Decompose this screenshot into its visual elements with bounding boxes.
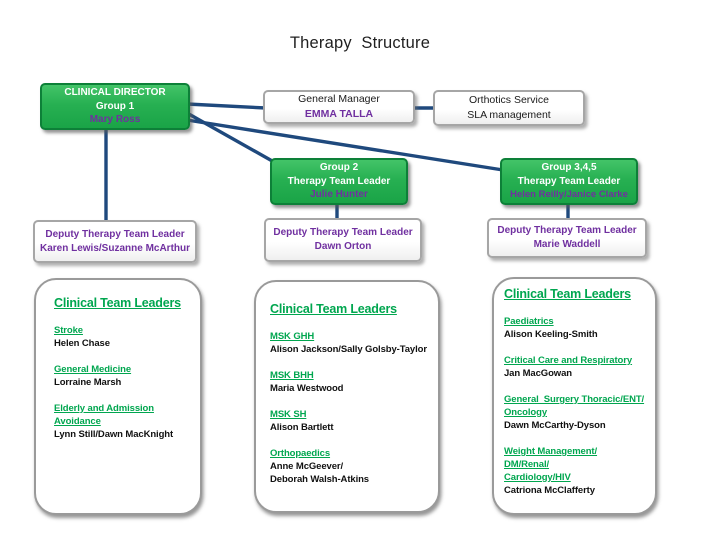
team-entry-name: Alison Bartlett [270, 422, 334, 433]
node-person-name: Julie Hunter [310, 189, 368, 201]
connector-director-to-gm [185, 102, 268, 110]
node-role-line: General Manager [298, 93, 380, 105]
node-person-name: Karen Lewis/Suzanne McArthur [39, 242, 191, 254]
team-entry-label: MSK BHH [270, 370, 314, 381]
team-entry-name: Anne McGeever/ [270, 461, 344, 472]
team-entry-name: Helen Chase [54, 338, 110, 349]
team-entry-name: Alison Keeling-Smith [504, 329, 598, 340]
team-entry-label: Weight Management/ [504, 446, 598, 457]
node-role-line: Deputy Therapy Team Leader [497, 225, 637, 236]
node-group345-leader: Group 3,4,5 Therapy Team Leader Helen Re… [500, 158, 638, 205]
team-entry-label: Stroke [54, 325, 83, 336]
node-orthotics-service: Orthotics Service SLA management [433, 90, 585, 126]
node-deputy-group345: Deputy Therapy Team Leader Marie Waddell [487, 218, 647, 258]
team-entry-name: Lynn Still/Dawn MacKnight [54, 429, 174, 440]
team-entry-label: DM/Renal/ [504, 459, 550, 470]
node-general-manager: General Manager EMMA TALLA [263, 90, 415, 124]
node-person-name: Dawn Orton [314, 241, 372, 252]
node-group-line: Group 2 [319, 162, 359, 174]
team-entry-name: Lorraine Marsh [54, 377, 122, 388]
team-entry-label: Oncology [504, 407, 548, 418]
node-role-line: CLINICAL DIRECTOR [64, 87, 166, 99]
node-role-line: Deputy Therapy Team Leader [273, 227, 413, 238]
node-person-name: Mary Ross [89, 114, 141, 126]
node-clinical-director: CLINICAL DIRECTOR Group 1 Mary Ross [40, 83, 190, 130]
node-deputy-group2: Deputy Therapy Team Leader Dawn Orton [264, 218, 422, 262]
team-entry-label: MSK GHH [270, 331, 315, 342]
team-entry: Weight Management/DM/Renal/Cardiology/HI… [504, 445, 651, 497]
node-subtitle-line: SLA management [467, 109, 551, 121]
team-entry-label: General Surgery Thoracic/ENT/ [504, 394, 645, 405]
node-role-line: Therapy Team Leader [517, 175, 621, 187]
node-person-name: Helen Reilly/Janice Clarke [510, 189, 628, 201]
team-entry-name: Alison Jackson/Sally Golsby-Taylor [270, 344, 427, 355]
node-deputy-group1: Deputy Therapy Team Leader Karen Lewis/S… [33, 220, 197, 263]
team-entry-name: Maria Westwood [270, 383, 344, 394]
node-group2-leader: Group 2 Therapy Team Leader Julie Hunter [270, 158, 408, 205]
node-person-name: EMMA TALLA [304, 108, 374, 120]
team-entry-label: Cardiology/HIV [504, 472, 571, 483]
team-entry-label: Orthopaedics [270, 448, 331, 459]
node-role-line: Orthotics Service [469, 94, 549, 106]
team-heading: Clinical Team Leaders [54, 296, 181, 310]
team-heading: Clinical Team Leaders [504, 287, 631, 301]
connector-director-to-group345 [185, 118, 505, 172]
team-entry-label: MSK SH [270, 409, 307, 420]
team-entry-name: Dawn McCarthy-Dyson [504, 420, 606, 431]
team-entry-name: Jan MacGowan [504, 368, 572, 379]
node-group-line: Group 3,4,5 [541, 162, 597, 174]
team-entry-label: Avoidance [54, 416, 101, 427]
team-entry-label: Paediatrics [504, 316, 554, 327]
slide-title: Therapy Structure [289, 34, 431, 52]
team-entry-label: Elderly and Admission [54, 403, 154, 414]
team-heading: Clinical Team Leaders [270, 302, 397, 316]
node-group-line: Group 1 [95, 100, 135, 112]
team-entry: MSK SH Alison Bartlett [270, 408, 432, 434]
node-person-name: Marie Waddell [533, 239, 601, 250]
team-entry-label: General Medicine [54, 364, 132, 375]
team-entry-label: Critical Care and Respiratory [504, 355, 633, 366]
node-role-line: Deputy Therapy Team Leader [45, 228, 185, 240]
team-entry: MSK GHH Alison Jackson/Sally Golsby-Taylo… [270, 330, 432, 356]
team-entry-name: Deborah Walsh-Atkins [270, 474, 369, 485]
node-role-line: Therapy Team Leader [287, 175, 391, 187]
team-entry: MSK BHH Maria Westwood [270, 369, 432, 395]
team-entry-name: Catriona McClafferty [504, 485, 595, 496]
